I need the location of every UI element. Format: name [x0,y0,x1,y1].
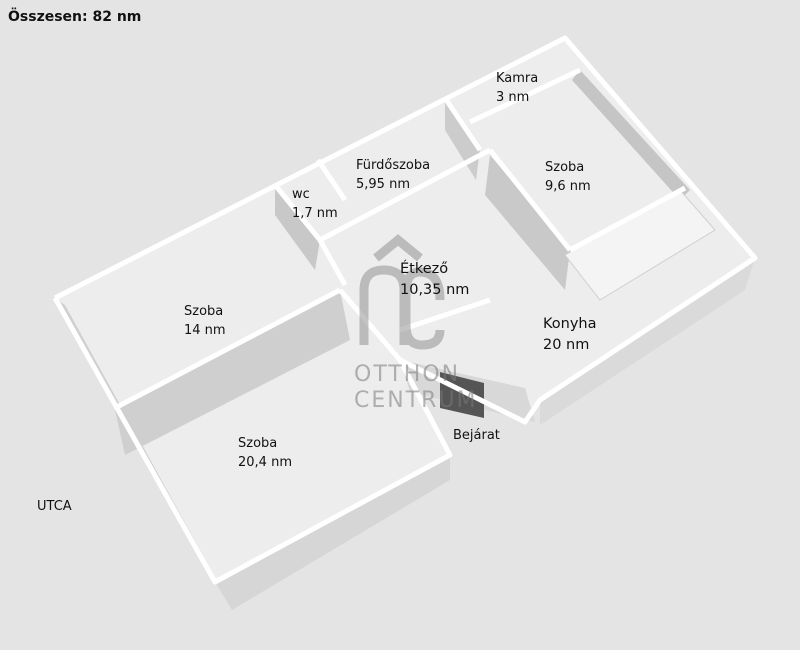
wall-bottom-left [215,455,450,610]
room-name: Szoba [545,160,585,175]
room-name: Fürdőszoba [356,158,431,173]
room-name: Kamra [496,71,539,86]
room-name: Konyha [543,316,597,332]
room-area: 20,4 nm [238,455,292,470]
room-label-szoba-9-6: Szoba 9,6 nm [545,158,591,196]
room-area: 14 nm [184,323,226,338]
room-area: 3 nm [496,90,530,105]
watermark-line2: CENTRUM [354,388,478,413]
room-label-szoba-14: Szoba 14 nm [184,302,226,340]
room-label-wc: wc 1,7 nm [292,185,338,223]
room-label-etkezo: Étkező 10,35 nm [400,259,469,301]
watermark-logo-icon [359,234,445,350]
room-name: Étkező [400,261,449,277]
watermark-text: OTTHON CENTRUM [354,362,478,414]
room-name: Szoba [184,304,224,319]
room-area: 5,95 nm [356,177,410,192]
watermark-line1: OTTHON [354,362,461,387]
wall-right-top [572,70,690,200]
wall-wc [275,185,320,270]
room-area: 10,35 nm [400,282,470,298]
wall-room-divider [115,290,350,455]
room-area: 1,7 nm [292,206,338,221]
wall-right-lower [540,258,755,425]
total-area: Összesen: 82 nm [8,9,142,25]
room-label-konyha: Konyha 20 nm [543,314,597,356]
street-label: UTCA [37,499,72,514]
wall-tops [52,35,758,585]
wall-kitchen-inner [485,155,570,290]
room-area: 9,6 nm [545,179,591,194]
room-name: Szoba [238,436,278,451]
room-label-kamra: Kamra 3 nm [496,69,538,107]
room-area: 20 nm [543,337,590,353]
room-label-szoba-20-4: Szoba 20,4 nm [238,434,292,472]
room-label-furdoszoba: Fürdőszoba 5,95 nm [356,156,430,194]
entrance-label: Bejárat [453,428,500,443]
room-name: wc [292,187,310,202]
